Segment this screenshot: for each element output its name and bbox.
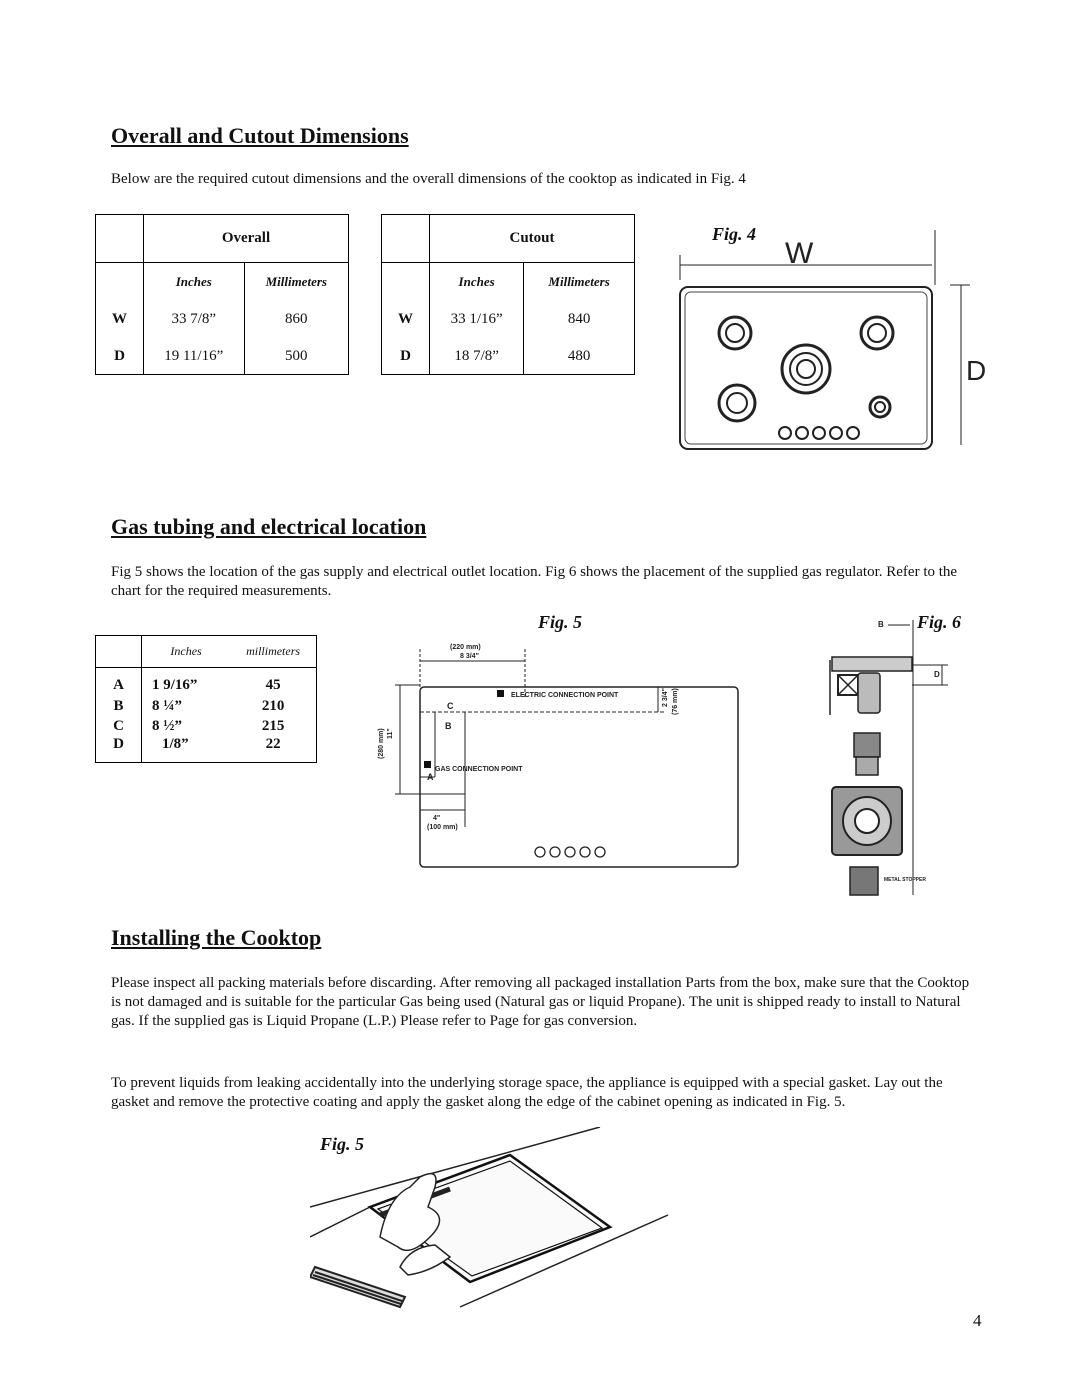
fig5-left-in: 11"	[387, 728, 394, 739]
cutout-col-mm: Millimeters	[548, 273, 610, 289]
fig6-stopper-label: METAL STOPPER	[884, 877, 926, 883]
table-row: B 8 ¼” 210	[95, 695, 317, 717]
overall-header: Overall	[221, 230, 271, 246]
row-label: D	[95, 338, 144, 375]
table-row: D 1/8” 22	[95, 736, 317, 763]
fig4-w-label: W	[785, 237, 814, 270]
hand-icon	[399, 1244, 452, 1276]
row-inches: 33 1/16”	[429, 300, 525, 339]
burner-icon	[717, 315, 753, 351]
fig5b-label: Fig. 5	[320, 1134, 365, 1154]
cutout-col-inches: Inches	[429, 262, 525, 301]
gas-point-marker	[424, 761, 431, 768]
gas-col-inches: Inches	[170, 644, 202, 659]
row-inches: 18 7/8”	[429, 338, 525, 375]
row-mm: 45	[265, 677, 281, 694]
cutout-table: Cutout Inches Millimeters W 33 1/16” 840…	[381, 214, 635, 375]
row-label: W	[381, 300, 430, 339]
row-label: W	[95, 300, 144, 339]
fig5-top-in: 8 3/4"	[460, 653, 479, 660]
electric-point-marker	[497, 690, 504, 697]
page-number: 4	[973, 1311, 982, 1330]
installing-paragraph-1: Please inspect all packing materials bef…	[111, 975, 970, 1029]
fig5-right-mm: (76 mm)	[672, 688, 679, 715]
row-label: A	[95, 675, 142, 696]
control-knobs-icon	[778, 426, 860, 440]
row-inches: 19 11/16”	[143, 338, 245, 375]
row-label: C	[95, 716, 142, 737]
gasket-roll-icon	[310, 1265, 407, 1309]
fig6-label: Fig. 6	[917, 612, 962, 632]
row-mm: 210	[261, 697, 285, 714]
cutout-header: Cutout	[509, 230, 555, 246]
table-row: W 33 1/16” 840	[381, 300, 635, 339]
overall-col-mm: Millimeters	[265, 273, 327, 289]
row-inches: 1/8”	[162, 736, 189, 753]
row-mm: 840	[567, 311, 591, 327]
fig6-d-label: D	[934, 670, 940, 679]
gas-col-mm: millimeters	[246, 644, 301, 659]
fig5-bottom-in: 4"	[433, 815, 440, 822]
row-label: B	[95, 695, 142, 717]
fig4-label: Fig. 4	[712, 224, 757, 244]
fig5-top-mm: (220 mm)	[450, 644, 481, 651]
fig5-left-mm: (280 mm)	[378, 728, 385, 759]
table-row: D 18 7/8” 480	[381, 338, 635, 375]
row-mm: 22	[265, 736, 281, 753]
table-row: W 33 7/8” 860	[95, 300, 349, 339]
section-title-gas: Gas tubing and electrical location	[111, 514, 427, 539]
wok-burner-icon	[780, 343, 832, 395]
row-inches: 8 ½”	[152, 717, 182, 734]
row-inches: 33 7/8”	[143, 300, 245, 339]
fig5-b-label: B	[445, 721, 452, 731]
fig5-connection-diagram: (220 mm) 8 3/4" (280 mm) 11" C B A ELECT…	[378, 644, 739, 868]
burner-icon	[717, 383, 757, 423]
row-inches: 1 9/16”	[152, 677, 198, 694]
row-label: D	[381, 338, 430, 375]
burner-icon	[859, 315, 895, 351]
hand-icon	[379, 1172, 441, 1252]
fig6-regulator-diagram: B D METAL STOPPER	[829, 620, 948, 896]
fig4-cooktop-diagram: W D	[679, 230, 986, 450]
fig5-label: Fig. 5	[538, 612, 583, 632]
row-mm: 860	[285, 311, 308, 327]
table-row: D 19 11/16” 500	[95, 338, 349, 375]
section-title-dimensions: Overall and Cutout Dimensions	[111, 123, 409, 148]
dimensions-intro: Below are the required cutout dimensions…	[111, 171, 746, 187]
fig4-d-label: D	[966, 355, 986, 386]
fig6-b-label: B	[878, 620, 884, 629]
overall-table: Overall Inches Millimeters W 33 7/8” 860…	[95, 214, 349, 375]
small-burner-icon	[868, 395, 892, 419]
row-mm: 500	[285, 347, 308, 364]
overall-col-inches: Inches	[143, 262, 245, 301]
gas-intro: Fig 5 shows the location of the gas supp…	[111, 564, 958, 599]
fig5-electric-point: ELECTRIC CONNECTION POINT	[511, 692, 619, 699]
table-row: A 1 9/16” 45	[95, 675, 317, 696]
fig5-a-label: A	[427, 772, 434, 782]
fig5-gas-point: GAS CONNECTION POINT	[435, 766, 523, 773]
gas-measurements-table: Inches millimeters A 1 9/16” 45 B 8 ¼” 2…	[95, 635, 317, 763]
row-label: D	[95, 736, 142, 763]
row-inches: 8 ¼”	[152, 697, 182, 714]
row-mm: 215	[261, 717, 285, 734]
table-row: C 8 ½” 215	[95, 716, 317, 737]
section-title-installing: Installing the Cooktop	[111, 925, 322, 950]
gasket-installation-illustration	[310, 1127, 669, 1309]
control-knobs-icon	[534, 846, 606, 858]
row-mm: 480	[567, 347, 591, 364]
fig5-right-in: 2 3/4"	[662, 688, 669, 707]
fig5-bottom-mm: (100 mm)	[427, 824, 458, 831]
fig5-c-label: C	[447, 701, 454, 711]
installing-paragraph-2: To prevent liquids from leaking accident…	[111, 1075, 943, 1110]
